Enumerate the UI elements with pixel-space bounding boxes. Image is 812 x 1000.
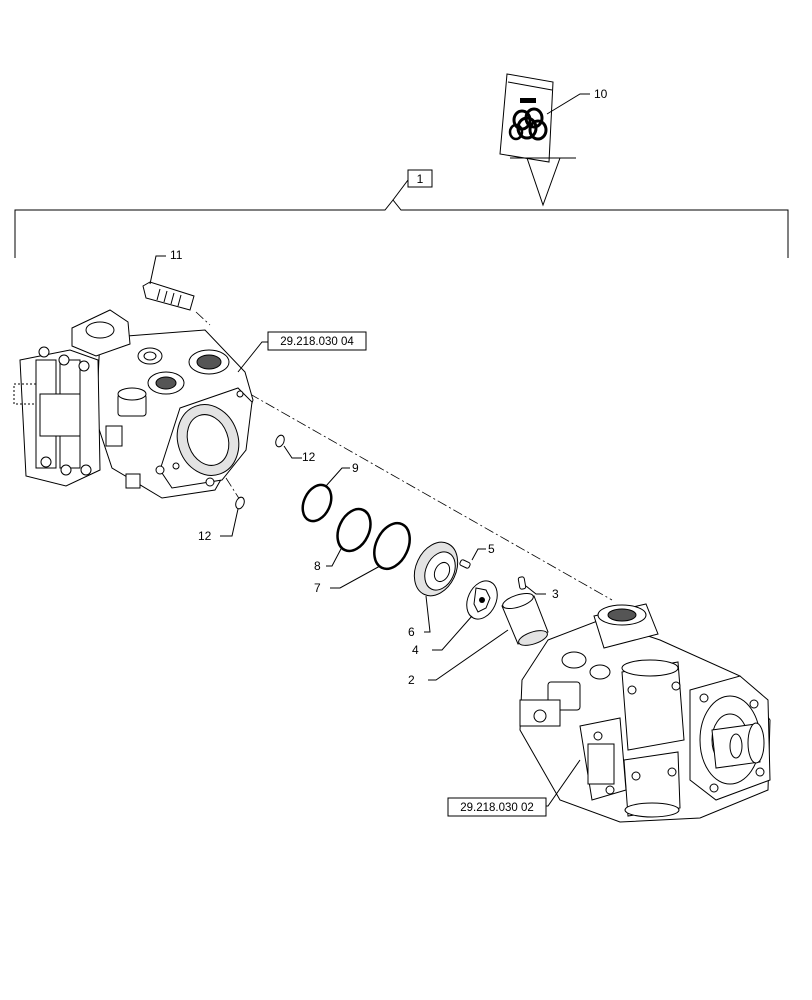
o-ring-12-lower	[220, 496, 245, 537]
bolt-centerline	[195, 311, 211, 326]
pin-3	[517, 576, 546, 595]
bearing-plate	[413, 541, 459, 633]
callout-3: 3	[552, 587, 559, 601]
coupling-sleeve	[428, 592, 549, 681]
callout-8: 8	[314, 559, 321, 573]
upper-pump-reference: 29.218.030 04	[267, 331, 367, 351]
callout-7: 7	[314, 581, 321, 595]
callout-4: 4	[412, 643, 419, 657]
callout-6: 6	[408, 625, 415, 639]
callout-12-upper: 12	[302, 450, 316, 464]
lower-pump-reference: 29.218.030 02	[447, 797, 547, 817]
svg-text:29.218.030 02: 29.218.030 02	[460, 802, 534, 814]
assembly-bracket	[14, 179, 789, 258]
callout-1: 1	[407, 169, 433, 188]
svg-text:1: 1	[417, 172, 424, 186]
o-ring-12-upper	[275, 434, 302, 459]
port-centerline	[225, 477, 241, 501]
lower-pump	[519, 603, 771, 823]
callout-2: 2	[408, 673, 415, 687]
seal-ring-9	[301, 467, 350, 523]
callout-11: 11	[170, 248, 183, 262]
seal-ring-7	[330, 521, 411, 589]
svg-text:29.218.030 04: 29.218.030 04	[280, 336, 354, 348]
callout-12-lower: 12	[198, 529, 212, 543]
seal-ring-8	[326, 507, 372, 567]
upper-pump	[13, 309, 268, 499]
callout-10: 10	[594, 87, 608, 101]
seal-kit-bag	[499, 73, 590, 207]
pin-5	[459, 548, 486, 569]
shaft-centerline	[249, 393, 613, 601]
gear	[432, 580, 498, 651]
callout-9: 9	[352, 461, 359, 475]
bolt	[142, 255, 195, 311]
callout-5: 5	[488, 542, 495, 556]
